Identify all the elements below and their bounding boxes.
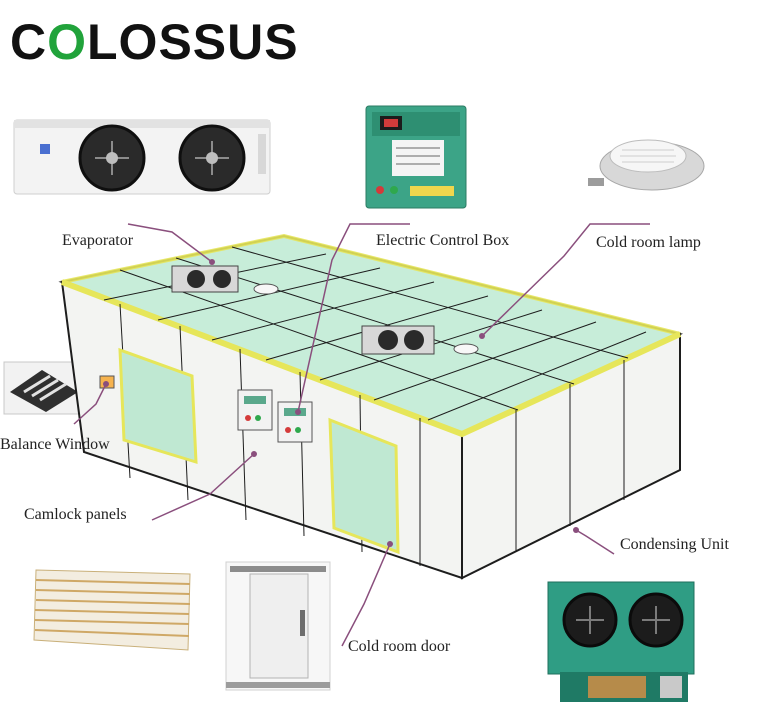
leader-lines [73,223,650,647]
label-balance-window: Balance Window [0,436,110,453]
lamp-photo [588,139,705,191]
colossus-logo: COLOSSUS [10,10,350,74]
label-cold-room-lamp: Cold room lamp [596,234,701,251]
condensing-unit-photo [547,581,695,702]
label-electric-control-box: Electric Control Box [376,232,510,249]
balance-window-photo [3,361,81,415]
brand-wordmark: COLOSSUS [10,14,299,70]
label-condensing-unit: Condensing Unit [620,536,729,553]
sliding-door-photo [225,561,331,691]
label-cold-room-door: Cold room door [348,638,451,655]
leader-dots [103,259,579,547]
label-evaporator: Evaporator [62,232,134,249]
cold-room-box [58,233,684,580]
label-camlock-panels: Camlock panels [24,506,127,523]
control-box-photo [365,105,467,209]
evaporator-photo [13,119,271,195]
camlock-panels-photo [33,569,191,651]
